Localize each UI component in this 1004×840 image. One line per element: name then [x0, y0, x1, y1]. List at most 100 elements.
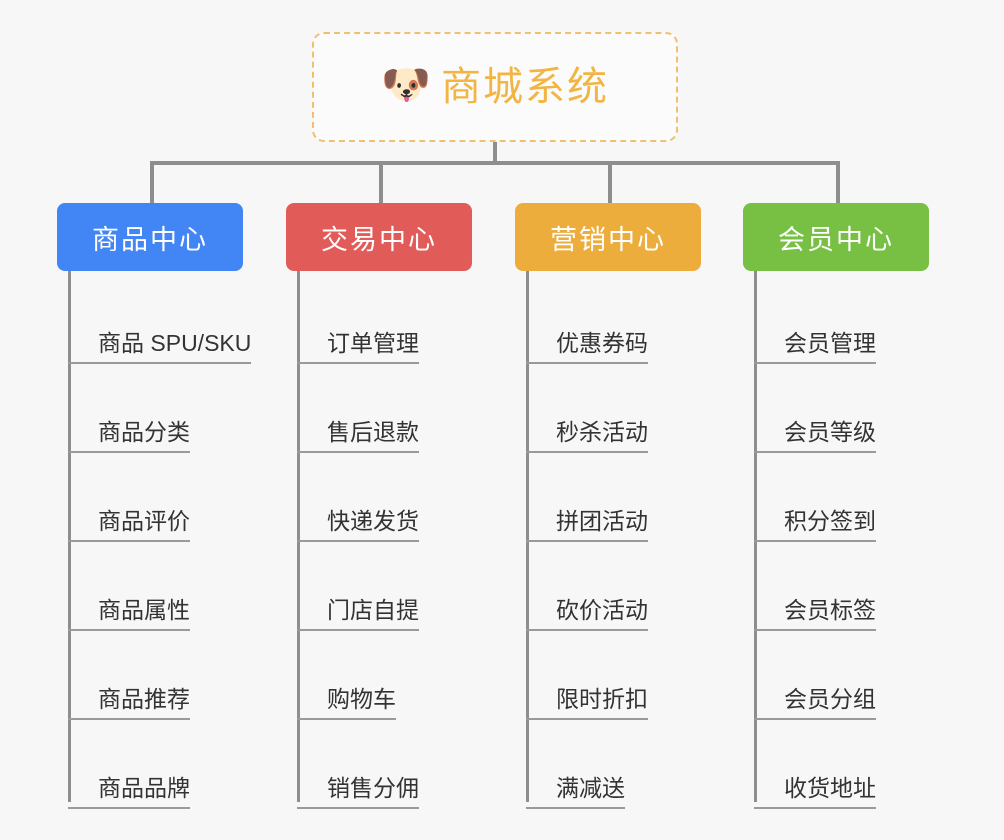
connector-trunk-product-center: [68, 271, 71, 802]
leaf-item-label: 优惠券码: [556, 329, 648, 356]
column-trade-center: 交易中心订单管理售后退款快递发货门店自提购物车销售分佣: [286, 203, 472, 809]
leaf-item-label: 拼团活动: [556, 507, 648, 534]
connector-trunk-trade-center: [297, 271, 300, 802]
leaf-item[interactable]: 拼团活动: [515, 453, 701, 542]
leaf-item-underline: 订单管理: [297, 329, 419, 364]
leaf-item[interactable]: 积分签到: [743, 453, 929, 542]
leaf-item[interactable]: 门店自提: [286, 542, 472, 631]
connector-drop-3: [608, 161, 612, 207]
connector-drop-1: [150, 161, 154, 207]
leaf-item-underline: 商品分类: [68, 418, 190, 453]
leaf-item[interactable]: 会员等级: [743, 364, 929, 453]
leaf-item[interactable]: 商品品牌: [57, 720, 243, 809]
column-member-center: 会员中心会员管理会员等级积分签到会员标签会员分组收货地址: [743, 203, 929, 809]
leaf-item-label: 快递发货: [327, 507, 419, 534]
leaf-item-underline: 会员分组: [754, 685, 876, 720]
leaf-item-underline: 会员标签: [754, 596, 876, 631]
leaf-item[interactable]: 商品评价: [57, 453, 243, 542]
leaf-item-label: 商品分类: [98, 418, 190, 445]
leaf-item-label: 商品属性: [98, 596, 190, 623]
shiba-dog-face-icon: 🐶: [381, 63, 431, 107]
leaf-item[interactable]: 商品分类: [57, 364, 243, 453]
leaf-item-label: 门店自提: [327, 596, 419, 623]
column-items-member-center: 会员管理会员等级积分签到会员标签会员分组收货地址: [743, 271, 929, 809]
connector-drop-4: [836, 161, 840, 207]
leaf-item-label: 售后退款: [327, 418, 419, 445]
leaf-item-label: 会员标签: [784, 596, 876, 623]
leaf-item-underline: 售后退款: [297, 418, 419, 453]
column-header-label: 交易中心: [321, 224, 437, 255]
leaf-item-underline: 商品 SPU/SKU: [68, 329, 252, 364]
leaf-item[interactable]: 售后退款: [286, 364, 472, 453]
leaf-item-label: 积分签到: [784, 507, 876, 534]
leaf-item[interactable]: 满减送: [515, 720, 701, 809]
leaf-item[interactable]: 商品 SPU/SKU: [57, 275, 252, 364]
leaf-item[interactable]: 砍价活动: [515, 542, 701, 631]
leaf-item[interactable]: 商品属性: [57, 542, 243, 631]
column-header-label: 会员中心: [778, 224, 894, 255]
column-product-center: 商品中心商品 SPU/SKU 商品分类商品评价商品属性商品推荐商品品牌: [57, 203, 252, 809]
leaf-item[interactable]: 订单管理: [286, 275, 472, 364]
leaf-item-underline: 拼团活动: [526, 507, 648, 542]
leaf-item-underline: 收货地址: [754, 774, 876, 809]
leaf-item-label: 秒杀活动: [556, 418, 648, 445]
leaf-item-underline: 会员管理: [754, 329, 876, 364]
leaf-item[interactable]: 购物车: [286, 631, 472, 720]
leaf-item[interactable]: 优惠券码: [515, 275, 701, 364]
leaf-item-underline: 商品推荐: [68, 685, 190, 720]
leaf-item-label: 会员管理: [784, 329, 876, 356]
root-node-title: 商城系统: [441, 65, 609, 109]
leaf-item-underline: 门店自提: [297, 596, 419, 631]
connector-root-stem: [493, 142, 497, 164]
leaf-item[interactable]: 秒杀活动: [515, 364, 701, 453]
leaf-item[interactable]: 销售分佣: [286, 720, 472, 809]
leaf-item[interactable]: 收货地址: [743, 720, 929, 809]
column-header-marketing-center[interactable]: 营销中心: [515, 203, 701, 271]
connector-trunk-member-center: [754, 271, 757, 802]
root-node-mall-system[interactable]: 🐶 商城系统: [312, 32, 678, 142]
leaf-item-label: 商品品牌: [98, 774, 190, 801]
leaf-item-underline: 购物车: [297, 685, 396, 720]
leaf-item-label: 会员等级: [784, 418, 876, 445]
leaf-item[interactable]: 快递发货: [286, 453, 472, 542]
leaf-item-label: 会员分组: [784, 685, 876, 712]
leaf-item-underline: 秒杀活动: [526, 418, 648, 453]
leaf-item-underline: 商品品牌: [68, 774, 190, 809]
leaf-item-underline: 商品属性: [68, 596, 190, 631]
column-header-member-center[interactable]: 会员中心: [743, 203, 929, 271]
leaf-item-label: 商品 SPU/SKU: [98, 329, 252, 356]
connector-trunk-marketing-center: [526, 271, 529, 802]
column-items-trade-center: 订单管理售后退款快递发货门店自提购物车销售分佣: [286, 271, 472, 809]
leaf-item[interactable]: 会员管理: [743, 275, 929, 364]
leaf-item-label: 商品推荐: [98, 685, 190, 712]
leaf-item-label: 满减送: [556, 774, 625, 801]
leaf-item-underline: 会员等级: [754, 418, 876, 453]
leaf-item-underline: 快递发货: [297, 507, 419, 542]
column-header-product-center[interactable]: 商品中心: [57, 203, 243, 271]
leaf-item-underline: 满减送: [526, 774, 625, 809]
leaf-item[interactable]: 商品推荐: [57, 631, 243, 720]
leaf-item-underline: 商品评价: [68, 507, 190, 542]
column-header-label: 商品中心: [92, 224, 208, 255]
leaf-item-underline: 积分签到: [754, 507, 876, 542]
leaf-item-label: 销售分佣: [327, 774, 419, 801]
column-items-marketing-center: 优惠券码秒杀活动拼团活动砍价活动限时折扣满减送: [515, 271, 701, 809]
leaf-item-label: 购物车: [327, 685, 396, 712]
leaf-item-underline: 限时折扣: [526, 685, 648, 720]
leaf-item[interactable]: 限时折扣: [515, 631, 701, 720]
leaf-item-label: 限时折扣: [556, 685, 648, 712]
leaf-item-label: 收货地址: [784, 774, 876, 801]
column-header-trade-center[interactable]: 交易中心: [286, 203, 472, 271]
leaf-item-label: 商品评价: [98, 507, 190, 534]
column-marketing-center: 营销中心优惠券码秒杀活动拼团活动砍价活动限时折扣满减送: [515, 203, 701, 809]
leaf-item-underline: 砍价活动: [526, 597, 648, 631]
leaf-item[interactable]: 会员标签: [743, 542, 929, 631]
column-items-product-center: 商品 SPU/SKU 商品分类商品评价商品属性商品推荐商品品牌: [57, 271, 252, 809]
leaf-item-label: 订单管理: [327, 329, 419, 356]
leaf-item-underline: 销售分佣: [297, 774, 419, 809]
leaf-item[interactable]: 会员分组: [743, 631, 929, 720]
leaf-item-underline: 优惠券码: [526, 329, 648, 364]
connector-drop-2: [379, 161, 383, 207]
column-header-label: 营销中心: [550, 224, 666, 255]
